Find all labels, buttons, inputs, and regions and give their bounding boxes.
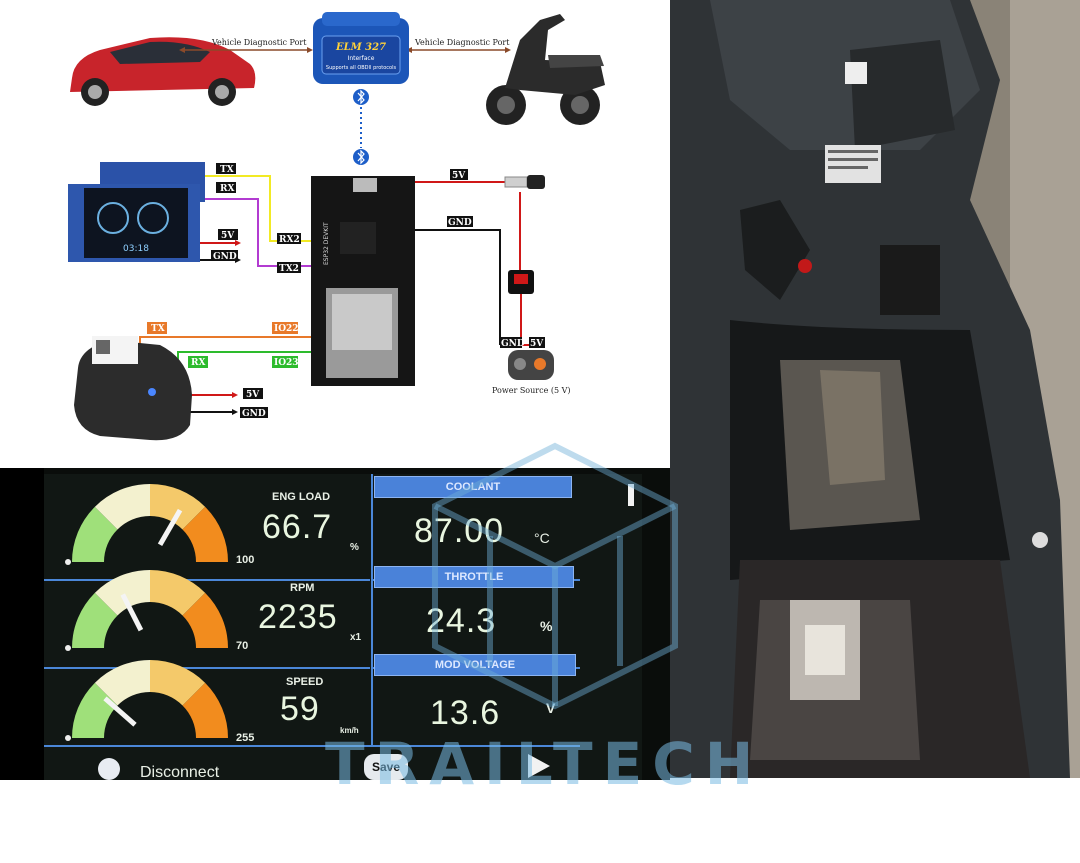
printer-tx-tag: TX [151,324,165,334]
disconnect-button[interactable]: Disconnect [140,764,220,780]
panel-title-mod-voltage: MOD VOLTAGE [374,654,576,676]
wiring-diagram: Vehicle Diagnostic Port Vehicle Diagnost… [0,0,670,468]
power-5v-tag: 5V [530,339,544,349]
panel-value-mod-voltage: 13.6 [430,694,501,732]
scooter-image [486,14,605,125]
link-right-label: Vehicle Diagnostic Port [414,38,510,47]
watermark-text: TRAILTECH [325,730,764,798]
gauge-segment [150,484,206,530]
fuse-holder-icon [527,175,545,189]
display-rx-tag: RX [220,184,234,194]
gauge-max-eng-load: 100 [236,554,255,566]
screen-edge-marker [628,484,634,506]
panel-value-coolant: 87.00 [414,512,505,550]
gauge-label-rpm: RPM [290,582,315,594]
link-left-label: Vehicle Diagnostic Port [211,38,307,47]
esp-io22-tag: IO22 [274,324,299,334]
gauge-segment [94,484,150,530]
gauge-segment [182,506,228,562]
gauge-unit-rpm: x1 [350,632,362,643]
gauge-min-dot [65,645,71,651]
gauge-segment [182,592,228,648]
gauge-unit-eng-load: % [350,542,359,553]
gauge-needle [120,593,144,632]
power-gnd-tag: GND [501,339,525,349]
panel-unit-coolant: °C [534,530,550,546]
elm-title: ELM 327 [335,42,386,53]
thermal-printer [74,336,192,441]
power-source-label: Power Source (5 V) [492,386,571,395]
gauge-segment [94,570,150,616]
printer-gnd-tag: GND [242,409,266,419]
gauge-label-speed: SPEED [286,676,324,688]
esp-gnd-tag: GND [448,218,472,228]
bluetooth-disconnect-icon[interactable] [98,758,120,780]
esp32-board: ESP32 DEVKIT [311,176,415,386]
elm-sub2: Supports all OBDII protocols [326,65,397,71]
display-tx-tag: TX [220,165,234,175]
panel-unit-throttle: % [540,618,553,634]
save-button[interactable]: Save [364,754,408,780]
esp-tx2-tag: TX2 [279,264,299,274]
printer-5v-tag: 5V [246,390,260,400]
panel-unit-mod-voltage: V [546,700,556,716]
esp-board-label: ESP32 DEVKIT [323,222,330,265]
nextion-display: 03:18 [68,162,205,262]
elm327-adapter: ELM 327 Interface Supports all OBDII pro… [313,12,409,84]
panel-title-coolant: COOLANT [374,476,572,498]
gauge-needle [157,508,183,546]
gauge-segment [150,570,206,616]
power-socket-icon [508,350,554,380]
gauge-unit-speed: km/h [340,726,359,735]
fuse-icon [504,176,528,188]
panel-value-throttle: 24.3 [426,602,497,640]
panel-title-throttle: THROTTLE [374,566,574,588]
gauge-max-rpm: 70 [236,640,249,652]
gauge-segment [72,592,118,648]
gauge-value-rpm: 2235 [258,598,338,636]
gauge-segment [72,682,118,738]
watermark-logo [432,442,678,710]
gauge-segment [150,660,206,706]
esp-io23-tag: IO23 [274,358,299,368]
gauge-value-speed: 59 [280,690,320,728]
gauge-needle [103,696,137,727]
display-gnd-tag: GND [213,252,237,262]
gauge-segment [72,506,118,562]
gauge-value-eng-load: 66.7 [262,508,333,546]
play-icon[interactable] [528,754,550,778]
elm-sub1: Interface [348,55,375,62]
gauge-max-speed: 255 [236,732,255,744]
esp-rx2-tag: RX2 [279,235,300,245]
gauge-segment [94,660,150,706]
gauge-min-dot [65,735,71,741]
gauge-min-dot [65,559,71,565]
gauge-label-eng-load: ENG LOAD [272,491,331,503]
gauge-segment [182,682,228,738]
printer-rx-tag: RX [191,358,205,368]
obd-dashboard-screen: ENG LOAD 66.7 % 100 RPM 2235 x1 70 SPEED… [0,468,670,780]
engine-bay-photo [670,0,1080,778]
esp-5v-tag: 5V [452,171,466,181]
display-time: 03:18 [123,244,149,254]
display-5v-tag: 5V [221,231,235,241]
